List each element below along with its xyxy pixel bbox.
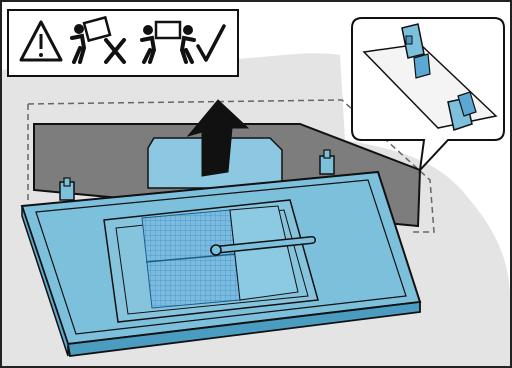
warning-panel [8,10,238,76]
mounting-clip-left [60,178,74,200]
grease-filter [142,210,240,308]
